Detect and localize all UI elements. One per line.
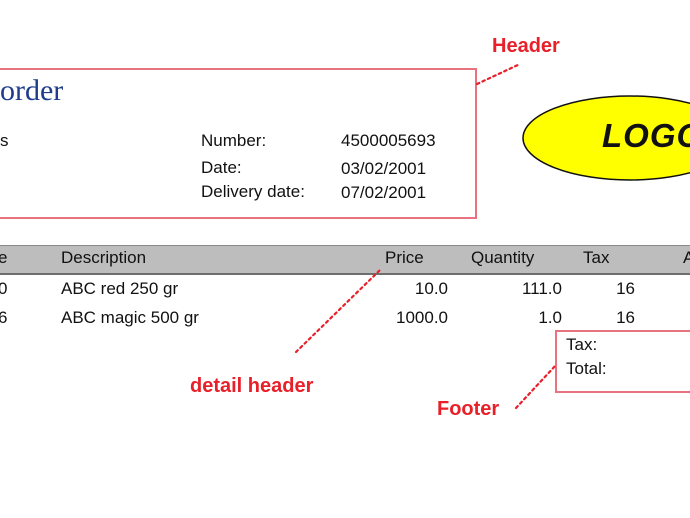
column-header-description: Description [61,248,147,267]
row1-description: ABC red 250 gr [61,279,179,298]
logo-text: LOGO [602,117,690,154]
header-annotation-leader [475,62,522,86]
column-header-tax: Tax [583,248,610,267]
date-value: 03/02/2001 [341,159,427,178]
row2-code: 6 [0,308,8,327]
header-region-box [0,68,477,219]
footer-tax-label: Tax: [566,335,598,354]
footer-annotation-leader [514,363,558,410]
number-value: 4500005693 [341,131,436,150]
document-title: order [0,74,64,107]
row1-code: 0 [0,279,8,298]
footer-annotation: Footer [437,398,500,420]
detail-header-annotation: detail header [190,375,314,397]
row2-quantity: 1.0 [538,308,562,327]
column-header-price: Price [385,248,424,267]
row2-price: 1000.0 [396,308,448,327]
row1-quantity: 111.0 [521,279,562,298]
delivery-date-label: Delivery date: [201,182,305,201]
header-annotation: Header [492,35,560,57]
row1-price: 10.0 [414,279,448,298]
number-label: Number: [201,131,267,150]
date-label: Date: [201,158,242,177]
row2-description: ABC magic 500 gr [61,308,199,327]
delivery-date-value: 07/02/2001 [341,183,427,202]
footer-region-box [555,330,690,393]
footer-total-label: Total: [566,359,607,378]
row2-tax: 16 [616,308,635,327]
column-header-code: e [0,248,8,267]
detail-header-annotation-leader [294,268,382,354]
header-label-fragment: s [0,131,9,150]
row1-tax: 16 [616,279,635,298]
column-header-amount: A [683,248,690,267]
column-header-quantity: Quantity [471,248,535,267]
detail-header-bar [0,245,690,275]
